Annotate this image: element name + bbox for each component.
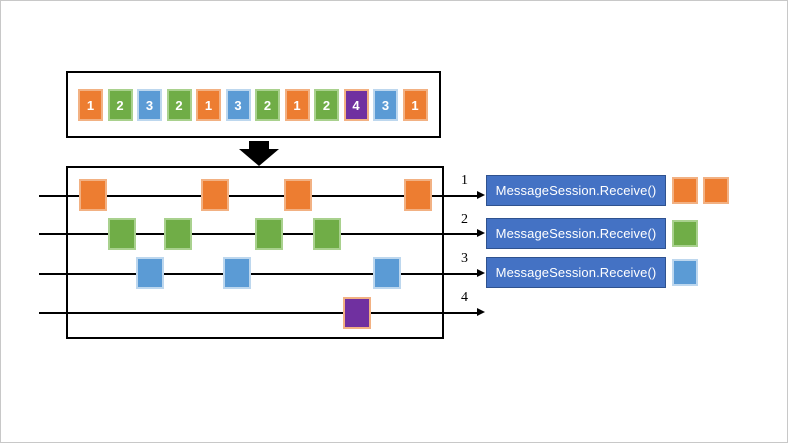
session-message[interactable] xyxy=(284,179,312,211)
queue-message[interactable]: 4 xyxy=(343,89,369,121)
session-message[interactable] xyxy=(373,257,401,289)
session-number-3: 3 xyxy=(461,251,468,266)
session-message[interactable] xyxy=(79,179,107,211)
session-number-4: 4 xyxy=(461,290,468,305)
session-message[interactable] xyxy=(164,218,192,250)
session-message[interactable] xyxy=(343,297,371,329)
session-message[interactable] xyxy=(136,257,164,289)
queue-message[interactable]: 3 xyxy=(137,89,162,121)
session-message[interactable] xyxy=(201,179,229,211)
queue-message[interactable]: 1 xyxy=(284,89,310,121)
queue-message[interactable]: 1 xyxy=(78,89,103,121)
queue-message[interactable]: 1 xyxy=(196,89,221,121)
session-message[interactable] xyxy=(108,218,136,250)
session-number-1: 1 xyxy=(461,173,468,188)
down-arrow-icon xyxy=(239,141,279,166)
queue-message[interactable]: 3 xyxy=(225,89,251,121)
session-line-4 xyxy=(39,312,479,314)
session-arrowhead-3 xyxy=(477,269,485,277)
session-message[interactable] xyxy=(223,257,251,289)
session-line-3 xyxy=(39,273,479,275)
session-message[interactable] xyxy=(313,218,341,250)
session-message[interactable] xyxy=(255,218,283,250)
message-session-receive-2[interactable]: MessageSession.Receive() xyxy=(486,218,666,249)
session-message[interactable] xyxy=(404,179,432,211)
session-arrowhead-4 xyxy=(477,308,485,316)
session-arrowhead-1 xyxy=(477,191,485,199)
queue-message[interactable]: 2 xyxy=(166,89,192,121)
session-line-1 xyxy=(39,195,479,197)
received-message[interactable] xyxy=(703,177,729,204)
queue-message[interactable]: 2 xyxy=(255,89,280,121)
queue-message[interactable]: 2 xyxy=(314,89,339,121)
session-arrowhead-2 xyxy=(477,229,485,237)
session-number-2: 2 xyxy=(461,212,468,227)
received-message[interactable] xyxy=(672,259,698,286)
queue-message[interactable]: 1 xyxy=(402,89,428,121)
received-message[interactable] xyxy=(672,177,698,204)
queue-message[interactable]: 3 xyxy=(373,89,398,121)
message-session-receive-3[interactable]: MessageSession.Receive() xyxy=(486,257,666,288)
message-session-receive-1[interactable]: MessageSession.Receive() xyxy=(486,175,666,206)
session-panel xyxy=(66,166,444,339)
queue-message-row: 1 2 3 2 1 3 2 1 2 4 3 1 xyxy=(78,89,430,121)
queue-message[interactable]: 2 xyxy=(107,89,133,121)
received-message[interactable] xyxy=(672,220,698,247)
